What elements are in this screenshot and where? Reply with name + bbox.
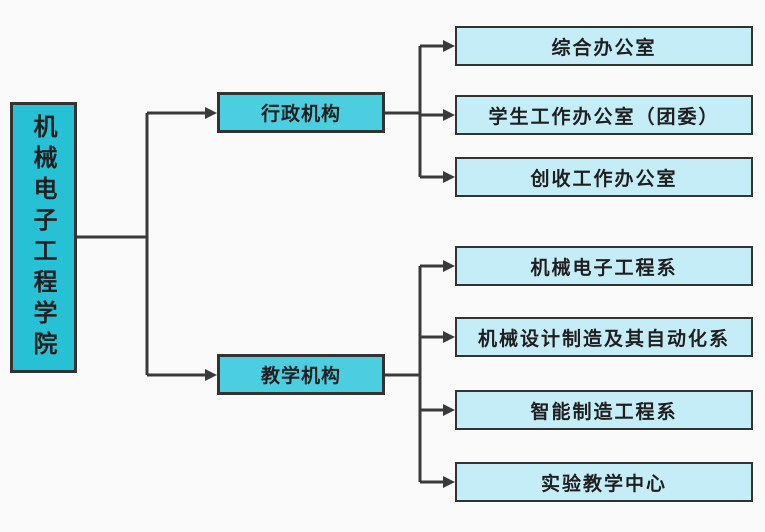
org-node-income-generation-office: 创收工作办公室 bbox=[455, 157, 753, 197]
org-node-mechanical-design-automation-dept: 机械设计制造及其自动化系 bbox=[455, 317, 753, 357]
org-node-mechatronic-engineering-dept: 机械电子工程系 bbox=[455, 246, 753, 286]
org-node-branch-teaching: 教学机构 bbox=[217, 354, 385, 395]
org-node-experimental-teaching-center: 实验教学中心 bbox=[455, 462, 753, 502]
org-node-branch-administrative: 行政机构 bbox=[217, 92, 385, 133]
org-node-general-office: 综合办公室 bbox=[455, 26, 753, 66]
org-node-student-affairs-office: 学生工作办公室（团委） bbox=[455, 95, 753, 135]
org-node-root: 机械电子工程学院 bbox=[10, 102, 77, 373]
org-node-intelligent-manufacturing-dept: 智能制造工程系 bbox=[455, 390, 753, 430]
